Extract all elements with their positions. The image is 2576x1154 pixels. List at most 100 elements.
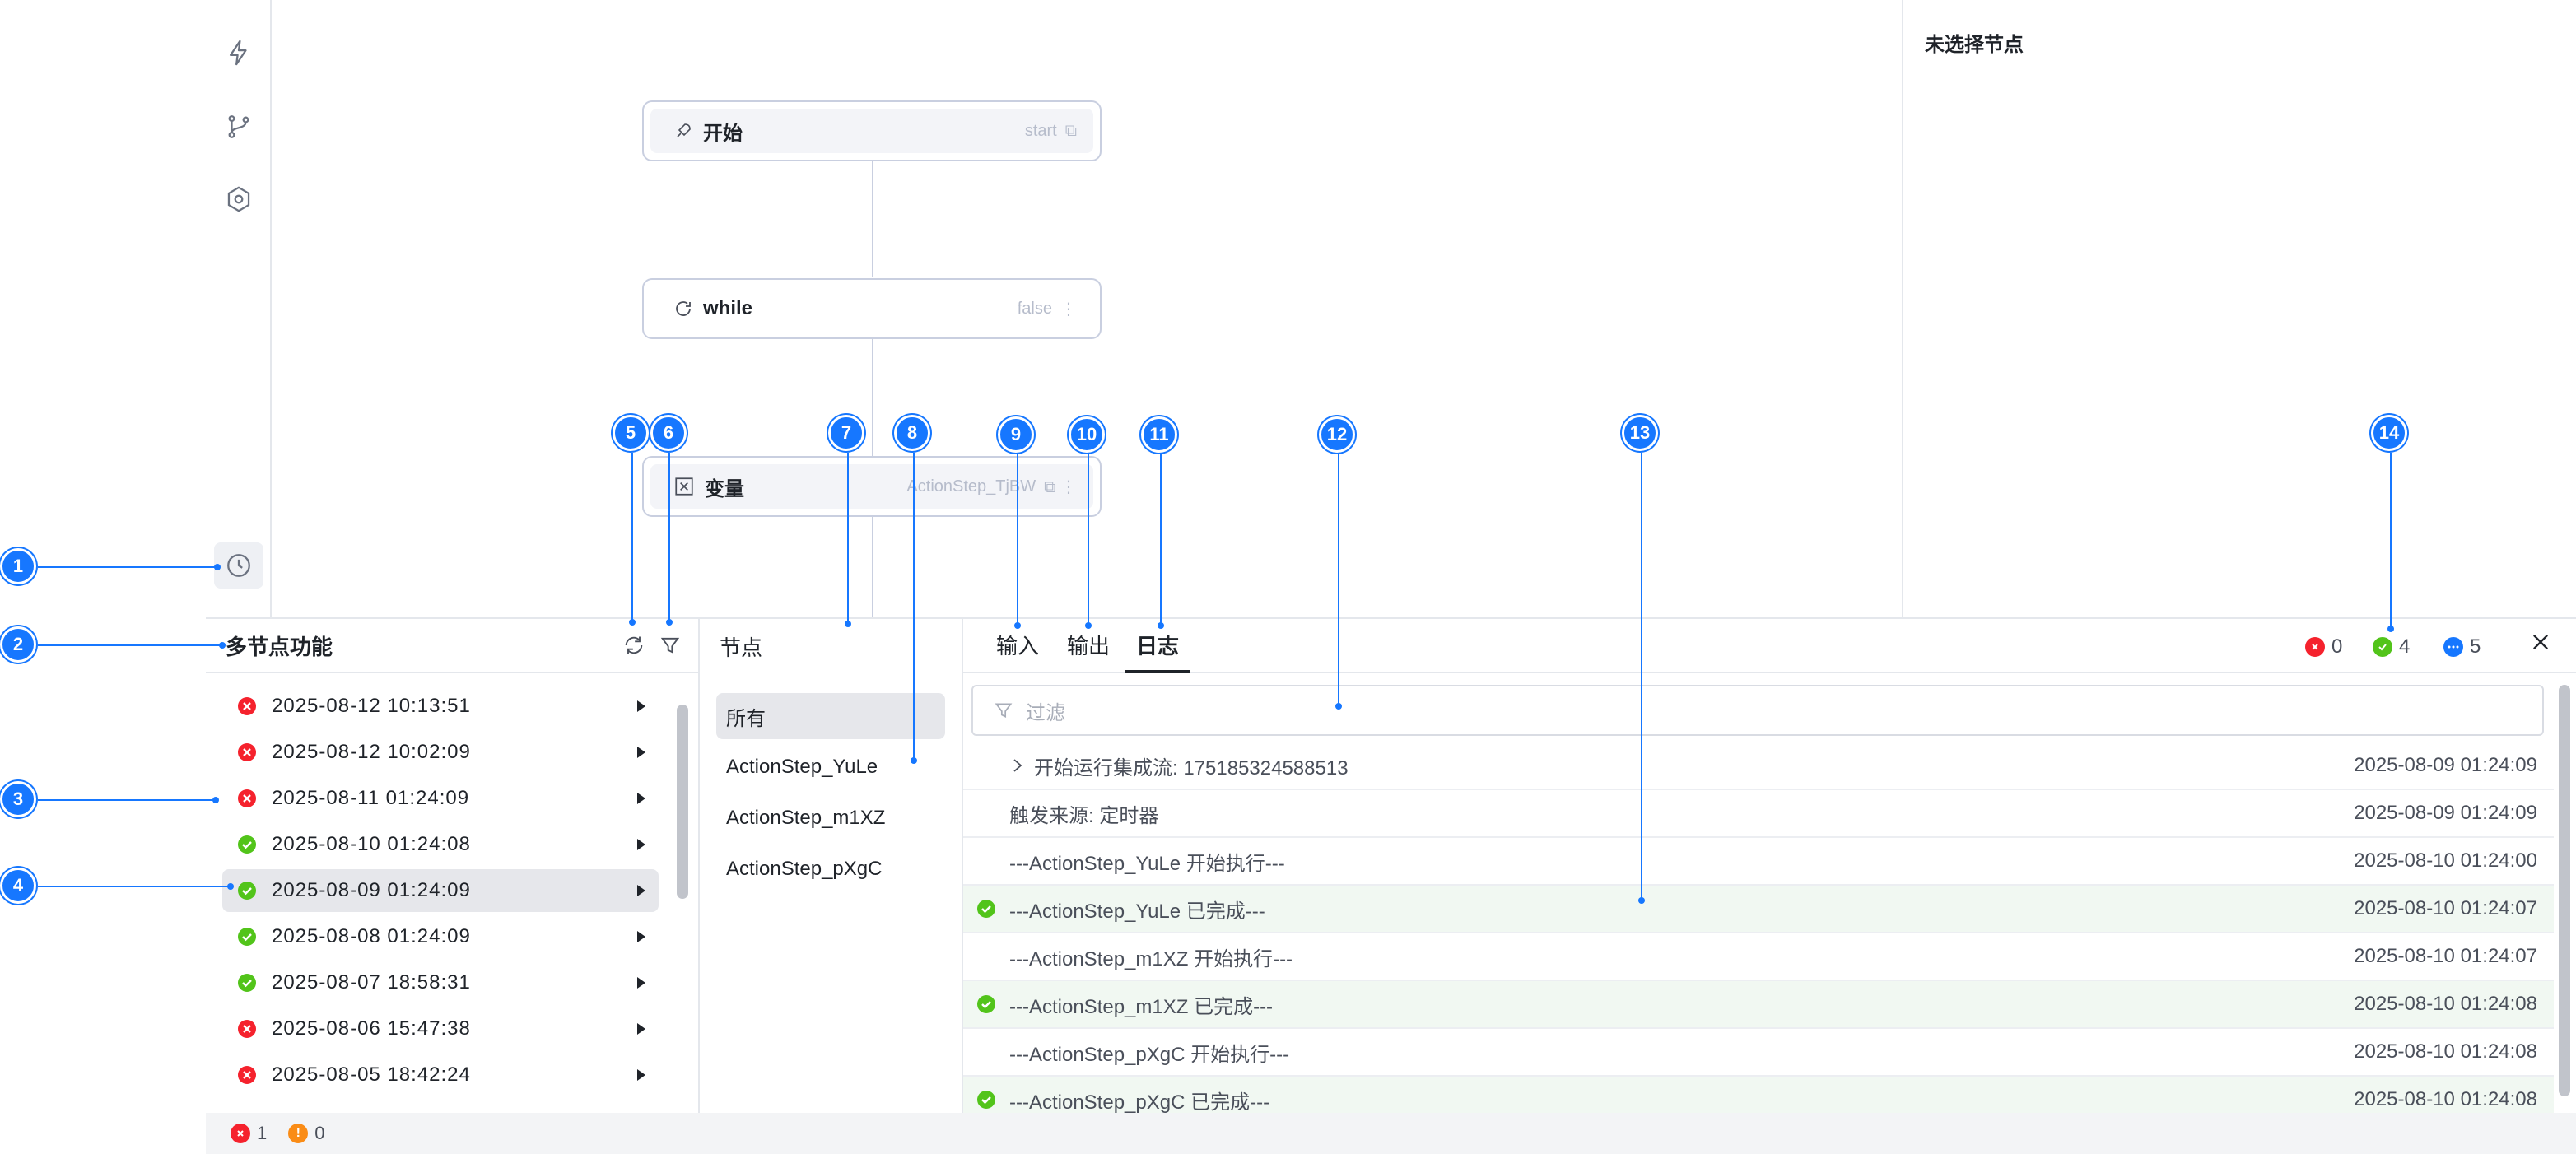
node-filter-item[interactable]: ActionStep_m1XZ <box>726 807 886 829</box>
log-message: ---ActionStep_YuLe 开始执行--- <box>1009 852 1285 875</box>
scrollbar[interactable] <box>2559 685 2570 1096</box>
log-row[interactable]: ---ActionStep_m1XZ 开始执行---2025-08-10 01:… <box>963 933 2554 981</box>
refresh-icon[interactable] <box>622 634 645 657</box>
run-row[interactable]: 2025-08-11 01:24:09 <box>222 777 659 820</box>
scrollbar[interactable] <box>677 705 688 899</box>
log-row[interactable]: ---ActionStep_YuLe 已完成---2025-08-10 01:2… <box>963 886 2554 933</box>
status-footer: 1 ! 0 <box>206 1113 2576 1154</box>
while-node[interactable]: while false ⋮ <box>642 278 1102 339</box>
node-title: while <box>703 297 753 319</box>
info-count: 5 <box>2443 635 2481 658</box>
annotation-badge: 7 <box>828 415 864 451</box>
expand-arrow-icon[interactable] <box>636 1021 647 1036</box>
more-icon[interactable]: ⋮ <box>1060 300 1077 319</box>
expand-arrow-icon[interactable] <box>636 975 647 990</box>
tab-log[interactable]: 日志 <box>1125 631 1191 673</box>
close-icon[interactable] <box>2529 631 2552 654</box>
log-row[interactable]: ---ActionStep_m1XZ 已完成---2025-08-10 01:2… <box>963 981 2554 1029</box>
annotation-endpoint <box>1085 622 1092 629</box>
annotation-leader-line <box>1088 454 1089 626</box>
warning-icon: ! <box>288 1124 309 1143</box>
annotation-endpoint <box>1158 622 1164 629</box>
annotation-leader-line <box>847 453 849 624</box>
annotation-endpoint <box>214 564 221 570</box>
rocket-icon <box>677 123 691 137</box>
branch-icon[interactable] <box>222 110 255 143</box>
expand-arrow-icon[interactable] <box>636 883 647 898</box>
annotation-endpoint <box>1638 897 1645 904</box>
node-filter-item[interactable]: ActionStep_pXgC <box>726 858 883 880</box>
annotation-leader-line <box>1641 453 1642 900</box>
annotation-leader-line <box>38 644 222 646</box>
node-filter-item[interactable]: 所有 <box>716 693 945 739</box>
run-row[interactable]: 2025-08-09 01:24:09 <box>222 869 659 912</box>
annotation-endpoint <box>666 619 673 626</box>
error-count: 0 <box>2305 635 2342 658</box>
annotation-leader-line <box>38 799 216 801</box>
copy-icon[interactable]: ⧉ <box>1064 121 1077 140</box>
log-filter-input[interactable]: 过滤 <box>971 685 2544 736</box>
start-node[interactable]: 开始 start ⧉ <box>642 100 1102 161</box>
footer-warning-count[interactable]: ! 0 <box>288 1123 325 1144</box>
run-row[interactable]: 2025-08-06 15:47:38 <box>222 1007 659 1050</box>
run-row[interactable]: 2025-08-12 10:02:09 <box>222 731 659 774</box>
node-tag: false <box>1017 299 1052 318</box>
panel-title: 未选择节点 <box>1925 34 2024 56</box>
run-time: 2025-08-11 01:24:09 <box>272 787 470 809</box>
annotation-endpoint <box>227 883 234 890</box>
run-time: 2025-08-07 18:58:31 <box>272 971 471 993</box>
log-row[interactable]: ---ActionStep_YuLe 开始执行---2025-08-10 01:… <box>963 838 2554 886</box>
chevron-right-icon[interactable] <box>1011 757 1024 774</box>
filter-icon[interactable] <box>659 634 682 657</box>
node-properties-panel: 未选择节点 <box>1902 0 2576 617</box>
info-count-value: 5 <box>2470 635 2481 658</box>
nodes-title: 节点 <box>720 635 763 660</box>
run-row[interactable]: 2025-08-10 01:24:08 <box>222 823 659 866</box>
run-row[interactable]: 2025-08-12 10:13:51 <box>222 685 659 728</box>
run-time: 2025-08-05 18:42:24 <box>272 1063 471 1086</box>
settings-icon[interactable] <box>222 183 255 216</box>
flow-canvas[interactable]: 开始 start ⧉ while false ⋮ 变量 ActionStep_T… <box>272 0 1902 617</box>
log-row[interactable]: ---ActionStep_pXgC 开始执行---2025-08-10 01:… <box>963 1029 2554 1077</box>
run-row[interactable]: 2025-08-08 01:24:09 <box>222 915 659 958</box>
expand-arrow-icon[interactable] <box>636 929 647 944</box>
annotation-endpoint <box>219 642 226 649</box>
success-icon <box>976 1090 996 1110</box>
annotation-leader-line <box>631 453 633 622</box>
expand-arrow-icon[interactable] <box>636 745 647 760</box>
run-row[interactable]: 2025-08-05 18:42:24 <box>222 1054 659 1096</box>
footer-error-count[interactable]: 1 <box>231 1123 267 1144</box>
expand-arrow-icon[interactable] <box>636 1068 647 1082</box>
run-row[interactable]: 2025-08-07 18:58:31 <box>222 961 659 1004</box>
error-icon <box>231 1124 250 1143</box>
success-count-value: 4 <box>2399 635 2411 658</box>
message-icon <box>2443 637 2463 657</box>
node-filter-item[interactable]: ActionStep_YuLe <box>726 756 878 778</box>
variable-icon <box>675 477 693 496</box>
filter-icon <box>995 703 1013 718</box>
annotation-badge: 13 <box>1622 415 1658 451</box>
loop-icon <box>676 301 691 316</box>
annotation-badge: 12 <box>1319 416 1355 453</box>
variable-node[interactable]: 变量 ActionStep_TjBW ⧉ ⋮ <box>642 456 1102 517</box>
annotation-badge: 8 <box>894 415 930 451</box>
annotation-leader-line <box>668 453 670 622</box>
annotation-badge: 3 <box>0 781 36 817</box>
expand-arrow-icon[interactable] <box>636 791 647 806</box>
history-icon[interactable] <box>214 542 263 589</box>
copy-icon[interactable]: ⧉ ⋮ <box>1044 477 1077 496</box>
log-message: ---ActionStep_YuLe 已完成--- <box>1009 900 1265 923</box>
annotation-leader-line <box>38 566 217 568</box>
lightning-icon[interactable] <box>222 36 255 69</box>
tab-input[interactable]: 输入 <box>996 634 1040 658</box>
success-icon <box>237 927 257 947</box>
tab-output[interactable]: 输出 <box>1067 634 1111 658</box>
expand-arrow-icon[interactable] <box>636 699 647 714</box>
expand-arrow-icon[interactable] <box>636 837 647 852</box>
annotation-badge: 10 <box>1069 416 1105 453</box>
connector <box>872 517 873 617</box>
